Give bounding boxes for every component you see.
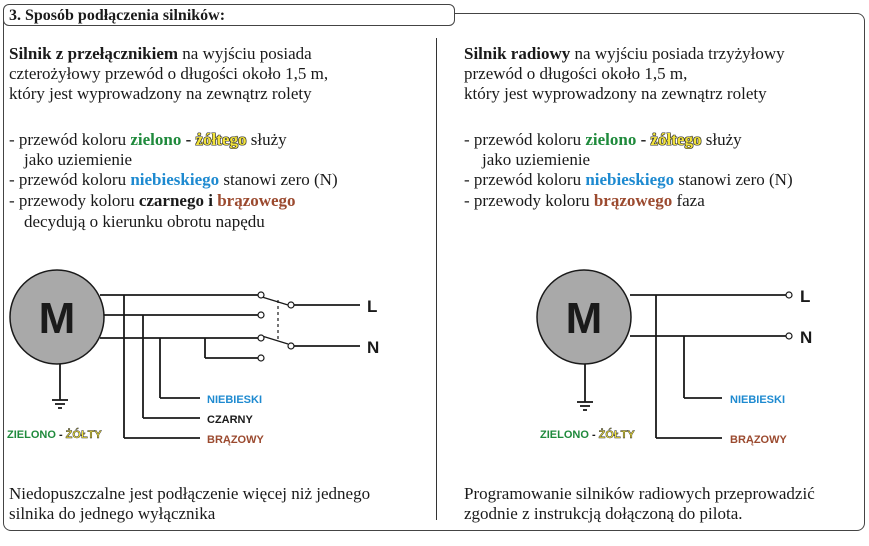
right-intro-rest: na wyjściu posiada trzyżyłowy [570,44,785,63]
right-intro-line3: który jest wyprowadzony na zewnątrz role… [464,84,767,103]
left-b1-suffix: służy [246,130,287,149]
section-title: 3. Sposób podłączenia silników: [9,7,226,24]
left-b1-prefix: - przewód koloru [9,130,131,149]
right-ground-label: ZIELONO - ŻÓŁTY [540,428,635,441]
right-footer-line1: Programowanie silników radiowych przepro… [464,484,815,503]
left-terminal-label-N: N [367,338,379,357]
left-b1-line2: jako uziemienie [24,150,133,169]
right-b2-blue: niebieskiego [585,170,675,189]
left-terminal-L-common [287,301,295,309]
left-ground-label-sep: - [56,429,66,441]
right-b1-yellow: żółtego [650,130,702,149]
right-b1-suffix: służy [701,130,742,149]
left-bullet-ground: - przewód koloru zielono - żółtego służy [9,129,287,150]
left-ground-label-yellow: ŻÓŁTY [66,428,103,441]
left-b2-prefix: - przewód koloru [9,170,131,189]
left-b3-bold: czarnego i [138,191,213,210]
left-terminal-1 [257,291,265,299]
left-ground-label-green: ZIELONO [7,429,56,441]
section-tab [3,4,455,26]
right-wire-label-brown: BRĄZOWY [730,434,787,446]
left-intro-line3: który jest wyprowadzony na zewnątrz role… [9,84,312,103]
right-terminal-label-N: N [800,328,812,347]
left-b1-sep: - [181,130,196,149]
left-motor-circle [9,269,105,365]
right-ground-label-sep: - [589,429,599,441]
left-ground-label: ZIELONO - ŻÓŁTY [7,428,102,441]
column-divider [436,38,438,520]
left-terminal-N-common [287,342,295,350]
left-switch-arm-1 [261,296,289,306]
left-wiring-diagram: M L N NIEBIESKI CZARNY BRĄZOWY ZIELONO -… [7,269,379,446]
left-intro-line2: czterożyłowy przewód o długości około 1,… [9,64,329,83]
right-b3-prefix: - przewody koloru [464,191,594,210]
right-b3-suffix: faza [672,191,705,210]
left-wire-label-blue: NIEBIESKI [207,394,262,406]
right-footer-line2: zgodnie z instrukcją dołączoną do pilota… [464,504,743,523]
left-b3-line2: decydują o kierunku obrotu napędu [24,212,265,231]
left-b3-prefix: - przewody koloru [9,191,139,210]
left-switch-arm-2 [261,335,289,345]
left-b1-green: zielono [130,130,182,149]
left-motor-label: M [39,294,76,343]
right-bullet-neutral: - przewód koloru niebieskiego stanowi ze… [464,169,793,190]
left-bullet-direction: - przewody koloru czarnego i brązowego [9,190,296,211]
left-footer-line2: silnika do jednego wyłącznika [9,504,216,523]
right-b3-brown: brązowego [593,191,673,210]
right-terminal-L [785,291,793,299]
right-b2-suffix: stanowi zero (N) [674,170,793,189]
right-b1-line2: jako uziemienie [482,150,591,169]
right-b1-prefix: - przewód koloru [464,130,586,149]
left-b2-blue: niebieskiego [130,170,220,189]
right-wire-label-blue: NIEBIESKI [730,394,785,406]
left-b2-suffix: stanowi zero (N) [219,170,338,189]
left-b3-brown: brązowego [217,191,296,210]
left-terminal-2 [257,311,265,319]
left-intro-rest: na wyjściu posiada [178,44,312,63]
left-terminal-4 [257,354,265,362]
left-bullet-neutral: - przewód koloru niebieskiego stanowi ze… [9,169,338,190]
left-b1-yellow: żółtego [195,130,247,149]
right-ground-label-yellow: ŻÓŁTY [599,428,636,441]
right-intro-line2: przewód o długości około 1,5 m, [464,64,688,83]
right-intro-bold: Silnik radiowy [464,44,571,63]
right-ground-label-green: ZIELONO [540,429,589,441]
right-b1-green: zielono [585,130,637,149]
left-wire-label-black: CZARNY [207,414,253,426]
left-terminal-3 [257,334,265,342]
right-terminal-N [785,332,793,340]
right-terminal-label-L: L [800,287,810,306]
right-intro-line1: Silnik radiowy na wyjściu posiada trzyży… [464,43,785,64]
left-intro-line1: Silnik z przełącznikiem na wyjściu posia… [9,43,312,64]
left-footer-line1: Niedopuszczalne jest podłączenie więcej … [9,484,371,503]
right-b1-sep: - [636,130,651,149]
right-motor-label: M [566,294,603,343]
right-motor-circle [536,269,632,365]
right-b2-prefix: - przewód koloru [464,170,586,189]
right-wiring-diagram: M L N NIEBIESKI BRĄZOWY ZIELONO - ŻÓŁTY [536,269,812,446]
right-bullet-ground: - przewód koloru zielono - żółtego służy [464,129,742,150]
left-wire-label-brown: BRĄZOWY [207,434,264,446]
left-terminal-label-L: L [367,297,377,316]
left-intro-bold: Silnik z przełącznikiem [9,44,179,63]
right-bullet-phase: - przewody koloru brązowego faza [464,190,705,211]
